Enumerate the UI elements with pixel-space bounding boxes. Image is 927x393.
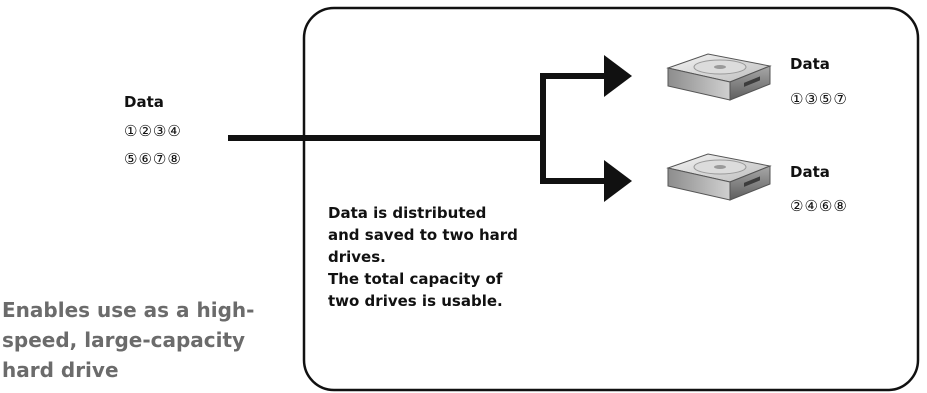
caption-line-1: Data is distributed (328, 204, 487, 222)
source-sequence-line1: ①②③④ (124, 122, 182, 140)
hard-drive-icon-top (666, 53, 772, 101)
feature-line-3: hard drive (2, 358, 119, 382)
arrowhead-bottom (604, 160, 632, 202)
feature-description: Enables use as a high- speed, large-capa… (2, 295, 292, 385)
caption-line-5: two drives is usable. (328, 292, 503, 310)
source-data-label: Data (124, 93, 164, 111)
drive-top-data-label: Data (790, 55, 830, 73)
source-sequence-line2: ⑤⑥⑦⑧ (124, 150, 182, 168)
drive-top-sequence: ①③⑤⑦ (790, 90, 848, 108)
caption-line-4: The total capacity of (328, 270, 503, 288)
feature-line-1: Enables use as a high- (2, 298, 255, 322)
frame-box (302, 6, 920, 392)
drive-bottom-data-label: Data (790, 163, 830, 181)
caption-line-3: drives. (328, 248, 386, 266)
caption-line-2: and saved to two hard (328, 226, 518, 244)
hard-drive-icon-bottom (666, 153, 772, 201)
feature-line-2: speed, large-capacity (2, 328, 246, 352)
distribution-caption: Data is distributed and saved to two har… (328, 202, 558, 312)
arrowhead-top (604, 55, 632, 97)
drive-bottom-sequence: ②④⑥⑧ (790, 197, 848, 215)
